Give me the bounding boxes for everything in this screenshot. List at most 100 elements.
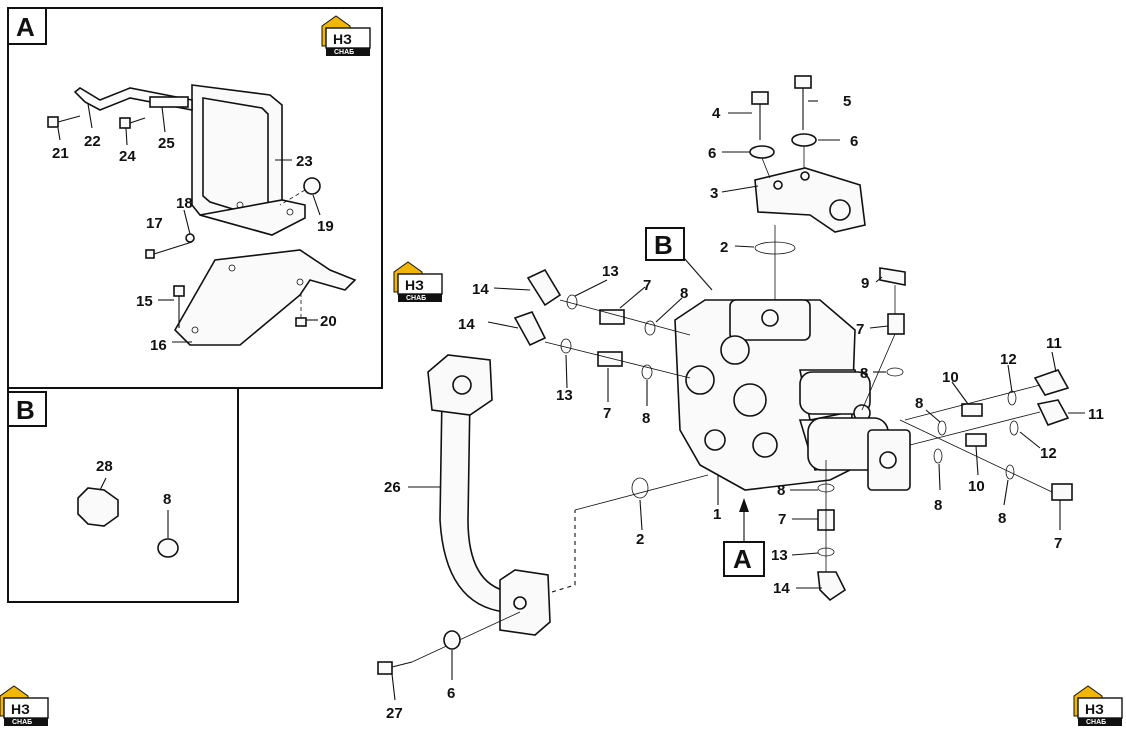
callout-19: 19 (317, 218, 334, 235)
inset-b-panel: B 28 8 (7, 387, 239, 603)
oring-8-right-3 (1005, 464, 1015, 480)
svg-text:НЗ: НЗ (333, 31, 352, 47)
svg-text:СНАБ: СНАБ (334, 49, 354, 56)
frame-bracket (191, 84, 306, 236)
svg-text:СНАБ: СНАБ (1086, 719, 1106, 726)
inset-a-panel: A (7, 7, 383, 389)
plug-28 (77, 487, 119, 527)
callout-14-bottom: 14 (773, 580, 790, 597)
brand-logo-bottom-right: НЗ СНАБ (1073, 685, 1123, 727)
oring-8-upper (644, 320, 656, 336)
elbow-14-bottom (817, 571, 847, 602)
svg-text:СНАБ: СНАБ (406, 295, 426, 302)
callout-3: 3 (710, 185, 718, 202)
callout-13-bottom: 13 (771, 547, 788, 564)
nut-19 (279, 177, 321, 206)
bolt-24 (119, 117, 146, 129)
oring-8-right-1 (937, 420, 947, 436)
callout-15: 15 (136, 293, 153, 310)
callout-11-lower: 11 (1088, 406, 1104, 423)
callout-8-right-2: 8 (934, 497, 942, 514)
callout-13-middle: 13 (556, 387, 573, 404)
callout-21: 21 (52, 145, 69, 162)
fitting-10-lower (965, 433, 987, 447)
callout-7-right-bottom: 7 (1054, 535, 1062, 552)
svg-text:НЗ: НЗ (11, 701, 30, 717)
callout-2-top: 2 (720, 239, 728, 256)
a-callout: A (723, 498, 765, 577)
oring-2-lower (631, 477, 649, 499)
oring-8-right-2 (933, 448, 943, 464)
callout-6-a: 6 (708, 145, 716, 162)
fitting-7-middle (597, 351, 623, 367)
pipe-dash (551, 510, 576, 593)
bolt-4 (751, 91, 769, 140)
callout-12-upper: 12 (1000, 351, 1017, 368)
callout-11-upper: 11 (1046, 335, 1062, 352)
callout-25: 25 (158, 135, 175, 152)
callout-14-upper: 14 (472, 281, 489, 298)
svg-text:НЗ: НЗ (405, 277, 424, 293)
brand-logo-center: НЗ СНАБ (393, 261, 443, 303)
callout-8-upper: 8 (680, 285, 688, 302)
callout-8-right-1: 8 (915, 395, 923, 412)
callout-4: 4 (712, 105, 721, 122)
svg-text:B: B (654, 230, 673, 260)
fitting-7-right-top (887, 313, 905, 335)
fitting-10-upper (961, 403, 983, 417)
bolt-5 (794, 75, 812, 130)
mount-plate (174, 249, 357, 346)
washer-18 (185, 233, 195, 243)
callout-28: 28 (96, 458, 113, 475)
fitting-7-right-bottom (1051, 483, 1073, 501)
callout-5: 5 (843, 93, 851, 110)
b-callout: B (645, 227, 713, 291)
bolt-20 (295, 290, 307, 327)
flange-3 (754, 167, 866, 233)
pipe-26 (427, 354, 551, 636)
strap-clip (149, 96, 189, 108)
callout-8-bottom: 8 (777, 482, 785, 499)
callout-14-middle: 14 (458, 316, 475, 333)
callout-27: 27 (386, 705, 403, 722)
callout-23: 23 (296, 153, 313, 170)
callout-20: 20 (320, 313, 337, 330)
inset-b-letter: B (16, 395, 35, 425)
bolt-17 (145, 241, 193, 259)
oring-8-inset-b (157, 538, 179, 558)
elbow-11-upper (1033, 369, 1070, 396)
bolt-21 (47, 115, 81, 128)
bolt-27 (377, 611, 521, 675)
oring-8-right-top (886, 367, 904, 377)
solenoid-upper (799, 371, 871, 422)
svg-text:СНАБ: СНАБ (12, 719, 32, 726)
washer-6-a (749, 145, 775, 159)
callout-2-lower: 2 (636, 531, 644, 548)
inset-a-letter: A (16, 12, 35, 42)
callout-17: 17 (146, 215, 163, 232)
tee-9 (879, 267, 906, 286)
callout-8-right-top: 8 (860, 365, 868, 382)
callout-7-middle: 7 (603, 405, 611, 422)
callout-22: 22 (84, 133, 101, 150)
svg-text:НЗ: НЗ (1085, 701, 1104, 717)
callout-16: 16 (150, 337, 167, 354)
callout-8-middle: 8 (642, 410, 650, 427)
brand-logo-inset-a: НЗ СНАБ (321, 15, 371, 57)
washer-6-b (791, 133, 817, 147)
callout-26: 26 (384, 479, 401, 496)
callout-8-inset-b: 8 (163, 491, 171, 508)
callout-1: 1 (713, 506, 721, 523)
callout-12-lower: 12 (1040, 445, 1057, 462)
solenoid-lower (807, 417, 911, 491)
callout-8-right-3: 8 (998, 510, 1006, 527)
svg-text:A: A (733, 544, 752, 574)
callout-10-upper: 10 (942, 369, 959, 386)
callout-9: 9 (861, 275, 869, 292)
oring-8-middle (641, 364, 653, 380)
callout-13-upper: 13 (602, 263, 619, 280)
callout-7-upper: 7 (643, 277, 651, 294)
pipe-leader (574, 474, 709, 511)
callout-10-lower: 10 (968, 478, 985, 495)
